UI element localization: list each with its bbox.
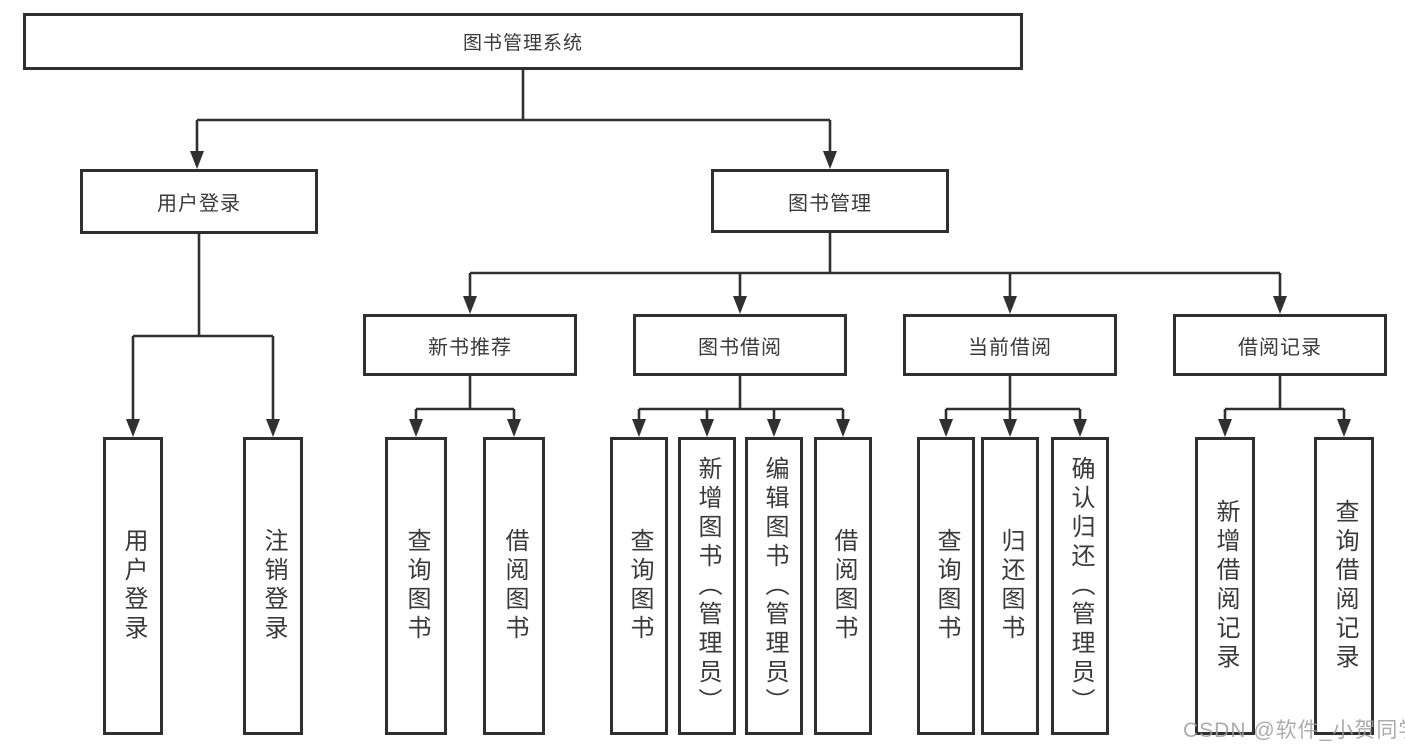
leaf-query-books-current: 查询图书 [917, 437, 975, 735]
leaf-query-books-borrowing: 查询图书 [610, 437, 668, 735]
leaf-return-books: 归还图书 [981, 437, 1039, 735]
leaf-query-borrow-record: 查询借阅记录 [1314, 437, 1374, 735]
leaf-add-books-admin: 新增图书（管理员） [678, 437, 736, 735]
node-current-borrowing: 当前借阅 [903, 314, 1117, 376]
leaf-edit-books-admin: 编辑图书（管理员） [745, 437, 803, 735]
node-library-management-system: 图书管理系统 [23, 13, 1023, 70]
leaf-borrow-books-recommend: 借阅图书 [483, 437, 545, 735]
csdn-watermark: CSDN @软件_小贺同学 [1183, 719, 1405, 742]
node-user-login: 用户登录 [80, 169, 318, 234]
leaf-user-login: 用户登录 [103, 437, 163, 735]
node-book-borrowing: 图书借阅 [633, 314, 847, 376]
leaf-confirm-return-admin: 确认归还（管理员） [1051, 437, 1109, 735]
leaf-borrow-books: 借阅图书 [814, 437, 872, 735]
leaf-query-books-recommend: 查询图书 [385, 437, 447, 735]
node-new-book-recommendation: 新书推荐 [363, 314, 577, 376]
leaf-add-borrow-record: 新增借阅记录 [1195, 437, 1255, 735]
leaf-logout: 注销登录 [243, 437, 303, 735]
node-borrowing-records: 借阅记录 [1173, 314, 1387, 376]
node-book-management: 图书管理 [711, 169, 949, 233]
